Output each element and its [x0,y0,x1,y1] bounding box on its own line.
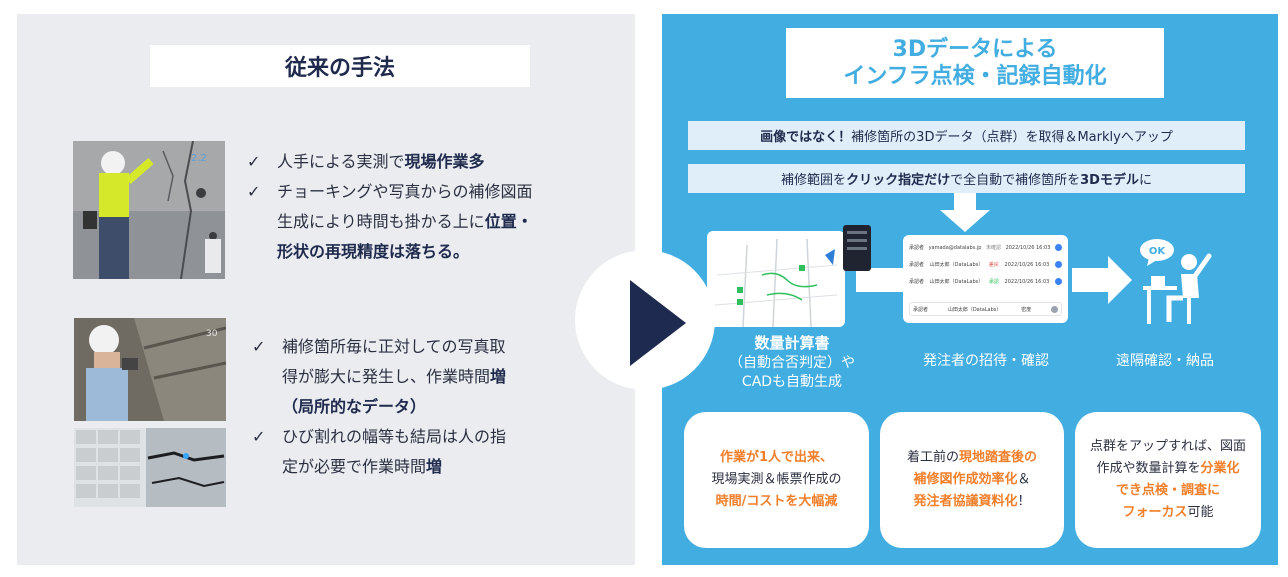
caption-text: CADも自動生成 [741,374,843,390]
right-title-line1: 3Dデータによる [892,36,1058,62]
item-bold-text: （局所的なデータ） [282,397,427,416]
card-bold-text: フォーカス [1122,505,1188,520]
item-text: ひび割れの幅等も結局は人の指 [282,427,507,446]
edit-icon[interactable] [1055,278,1062,285]
row-status: 未確認 [985,245,1001,251]
table-row: 承認者 山田太郎（DataLabs） 密度 [909,302,1062,316]
card-text: 可能 [1187,505,1214,520]
row-status: 差戻 [988,262,999,268]
row-label: 承認者 [909,279,925,285]
ok-label: OK [1149,246,1167,257]
crack-photo-grid [74,428,226,507]
row-date: 2022/10/26 16:03 [1005,244,1051,251]
item-bold-text: 増 [490,367,507,386]
item-text: 定が必要で作業時間 [282,457,427,476]
row-name: 山田太郎（DataLabs） [929,262,984,268]
bar-text: に [1138,173,1152,188]
caption-invite: 発注者の招待・確認 [923,353,1049,369]
benefit-card-1: 作業が1人で出来、 現場実測＆帳票作成の 時間/コストを大幅減 [684,412,869,548]
bar-text: 補修範囲を [781,173,847,188]
card-text: 作成や数量計算を [1096,461,1201,476]
item-text: 人手による実測で [277,152,405,171]
checklist-block-2: ✓ 補修箇所毎に正対しての写真取 得が膨大に発生し、作業時間増 （局所的なデータ… [252,332,592,482]
bar-bold-text: 画像ではなく！ [760,130,852,145]
edit-icon[interactable] [1054,244,1062,251]
item-bold-text: 増 [426,457,443,476]
check-icon: ✓ [247,152,261,171]
right-title-line2: インフラ点検・記録自動化 [843,64,1107,89]
row-date: 2022/10/26 16:03 [1004,261,1050,268]
card-bold-text: 作業が1人で出来、 [719,450,834,465]
caption-text: （自動合否判定）や [729,355,855,371]
approval-screen: 承認者 yamada@datalabs.jp 未確認 2022/10/26 16… [903,235,1068,323]
checklist-block-1: ✓ 人手による実測で現場作業多 ✓ チョーキングや写真からの補修図面 生成により… [247,147,587,267]
bar-text: 補修箇所の3Dデータ（点群）を取得＆Marklyへアップ [851,130,1173,145]
item-bold-text: 現場作業多 [404,152,485,171]
benefit-card-2: 着工前の現地踏査後の 補修図作成効率化＆ 発注者協議資料化！ [880,412,1064,548]
card-bold-text: 分業化 [1200,461,1240,476]
item-bold-text: 位置・ [484,212,533,231]
add-icon[interactable] [1051,305,1058,313]
list-item: ✓ ひび割れの幅等も結局は人の指 定が必要で作業時間増 [252,422,592,482]
item-text: チョーキングや写真からの補修図面 [277,182,533,201]
card-bold-text: 補修図作成効率化 [913,472,1018,487]
list-item: ✓ チョーキングや写真からの補修図面 生成により時間も掛かる上に位置・ 形状の再… [247,177,587,267]
table-row: 承認者 yamada@datalabs.jp 未確認 2022/10/26 16… [909,239,1062,256]
list-item: ✓ 補修箇所毎に正対しての写真取 得が膨大に発生し、作業時間増 （局所的なデータ… [252,332,592,422]
right-title: 3Dデータによる インフラ点検・記録自動化 [786,28,1164,98]
caption-delivery: 遠隔確認・納品 [1116,353,1214,369]
bar-text: で全自動で補修箇所を [950,173,1081,188]
row-label: 承認者 [909,245,925,251]
row-name: 山田太郎（DataLabs） [929,279,984,285]
list-item: ✓ 人手による実測で現場作業多 [247,147,587,177]
left-title: 従来の手法 [150,45,530,87]
item-text: 生成により時間も掛かる上に [277,212,485,231]
step-bar-1: 画像ではなく！補修箇所の3Dデータ（点群）を取得＆Marklyへアップ [688,121,1245,150]
play-arrow-icon [630,280,686,366]
bar-bold-text: クリック指定だけ [846,173,951,188]
card-text: 着工前の [906,450,959,465]
svg-text:2.2: 2.2 [191,153,207,164]
card-text: ＆ [1017,472,1031,487]
card-bold-text: でき点検・調査に [1115,483,1220,498]
row-status: 承認 [988,279,999,285]
caption-bold: 数量計算書 [754,334,830,352]
row-status: 密度 [1021,306,1032,313]
benefit-card-3: 点群をアップすれば、図面 作成や数量計算を分業化 でき点検・調査に フォーカス可… [1075,412,1261,548]
down-arrow-icon [940,193,990,232]
card-text: 現場実測＆帳票作成の [711,472,842,487]
card-text: ！ [1017,494,1031,509]
worker-chalking-photo: 2.2 [73,141,225,279]
row-date: 2022/10/26 16:03 [1004,278,1050,285]
table-row: 承認者 山田太郎（DataLabs） 差戻 2022/10/26 16:03 [909,256,1062,273]
item-text: 補修箇所毎に正対しての写真取 [282,337,506,356]
check-icon: ✓ [247,182,261,201]
card-bold-text: 現地踏査後の [959,450,1038,465]
row-name: 山田太郎（DataLabs） [947,306,1002,313]
card-bold-text: 時間/コストを大幅減 [715,494,838,509]
worker-camera-photo: 30 [74,318,226,421]
person-ok-icon: OK [1140,239,1212,324]
row-label: 承認者 [909,262,925,268]
row-name: yamada@datalabs.jp [928,244,982,251]
svg-text:30: 30 [206,329,218,339]
table-row: 承認者 山田太郎（DataLabs） 承認 2022/10/26 16:03 [909,273,1062,290]
item-bold-text: 形状の再現精度は落ちる。 [277,242,470,261]
row-label: 承認者 [913,306,929,313]
bar-bold-text: 3Dモデル [1080,173,1139,188]
card-text: 点群をアップすれば、図面 [1089,439,1246,454]
check-icon: ✓ [252,427,266,446]
caption-quantity: 数量計算書 （自動合否判定）や CADも自動生成 [712,334,872,392]
item-text: 得が膨大に発生し、作業時間 [282,367,491,386]
check-icon: ✓ [252,337,266,356]
quantity-map-screenshot [707,225,871,327]
card-bold-text: 発注者協議資料化 [913,494,1018,509]
edit-icon[interactable] [1055,261,1062,268]
right-arrow-icon [1072,256,1132,304]
